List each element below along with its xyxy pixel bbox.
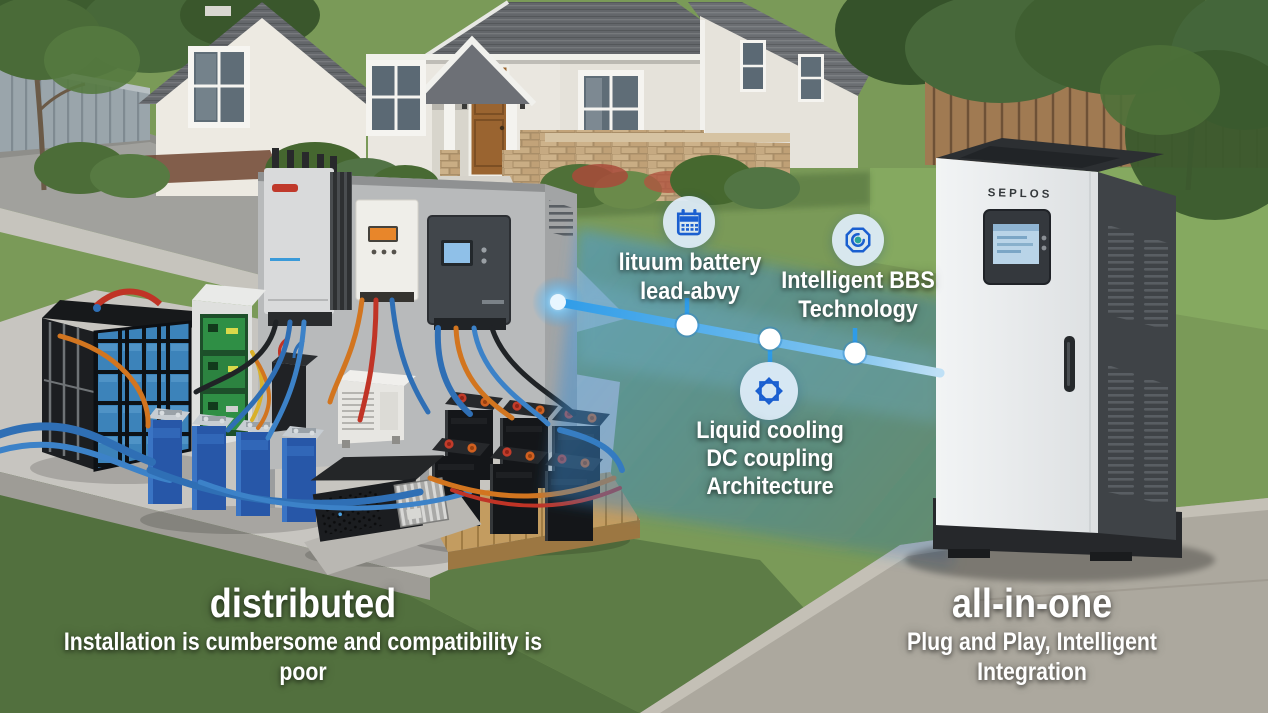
feature-line: Intelligent BBS bbox=[781, 267, 935, 294]
allinone-title: all-in-one bbox=[951, 580, 1113, 626]
smart-chip-icon bbox=[832, 214, 884, 266]
gable-window bbox=[188, 46, 250, 128]
neighbor-fence-and-trees bbox=[0, 0, 320, 191]
allinone-subtitle: Plug and Play, Intelligent Integration bbox=[907, 628, 1157, 686]
cabinet-display bbox=[983, 209, 1051, 285]
allinone-system-label: all-in-one Plug and Play, Intelligent In… bbox=[827, 582, 1237, 687]
cooling-box bbox=[338, 370, 416, 448]
connection-beam bbox=[532, 276, 945, 378]
garden-stone-wall bbox=[540, 133, 800, 209]
inverter-1 bbox=[264, 168, 352, 326]
feature-line: Technology bbox=[798, 296, 918, 323]
door-handle bbox=[1064, 336, 1075, 392]
feature-line: DC coupling bbox=[706, 445, 834, 472]
distributed-system-label: distributed Installation is cumbersome a… bbox=[8, 582, 598, 687]
feature-callout-cooling: Liquid cooling DC coupling Architecture bbox=[658, 417, 883, 501]
feature-callout-bbs: Intelligent BBS Technology bbox=[746, 266, 971, 324]
inverter-2 bbox=[355, 199, 419, 302]
feature-line: Architecture bbox=[706, 473, 834, 500]
gable-windows bbox=[740, 40, 824, 102]
feature-line: Liquid cooling bbox=[696, 417, 844, 444]
beam-node-dots bbox=[674, 312, 868, 366]
distributed-title: distributed bbox=[209, 580, 397, 626]
backyard-fence-and-trees bbox=[835, 0, 1268, 220]
cabinet-brand-logo: SEPLOS bbox=[987, 187, 1053, 201]
distributed-subtitle: Installation is cumbersome and compatibi… bbox=[63, 628, 543, 686]
inverter-3 bbox=[427, 215, 511, 330]
front-window-left bbox=[366, 60, 426, 136]
feature-callout-battery: lituum battery lead-abvy bbox=[578, 248, 803, 306]
calendar-icon bbox=[663, 196, 715, 248]
feature-line: lituum battery bbox=[618, 249, 762, 276]
cooling-star-icon bbox=[740, 362, 798, 420]
cables bbox=[0, 297, 625, 511]
allinone-cabinet bbox=[905, 138, 1215, 582]
feature-line: lead-abvy bbox=[640, 278, 740, 305]
